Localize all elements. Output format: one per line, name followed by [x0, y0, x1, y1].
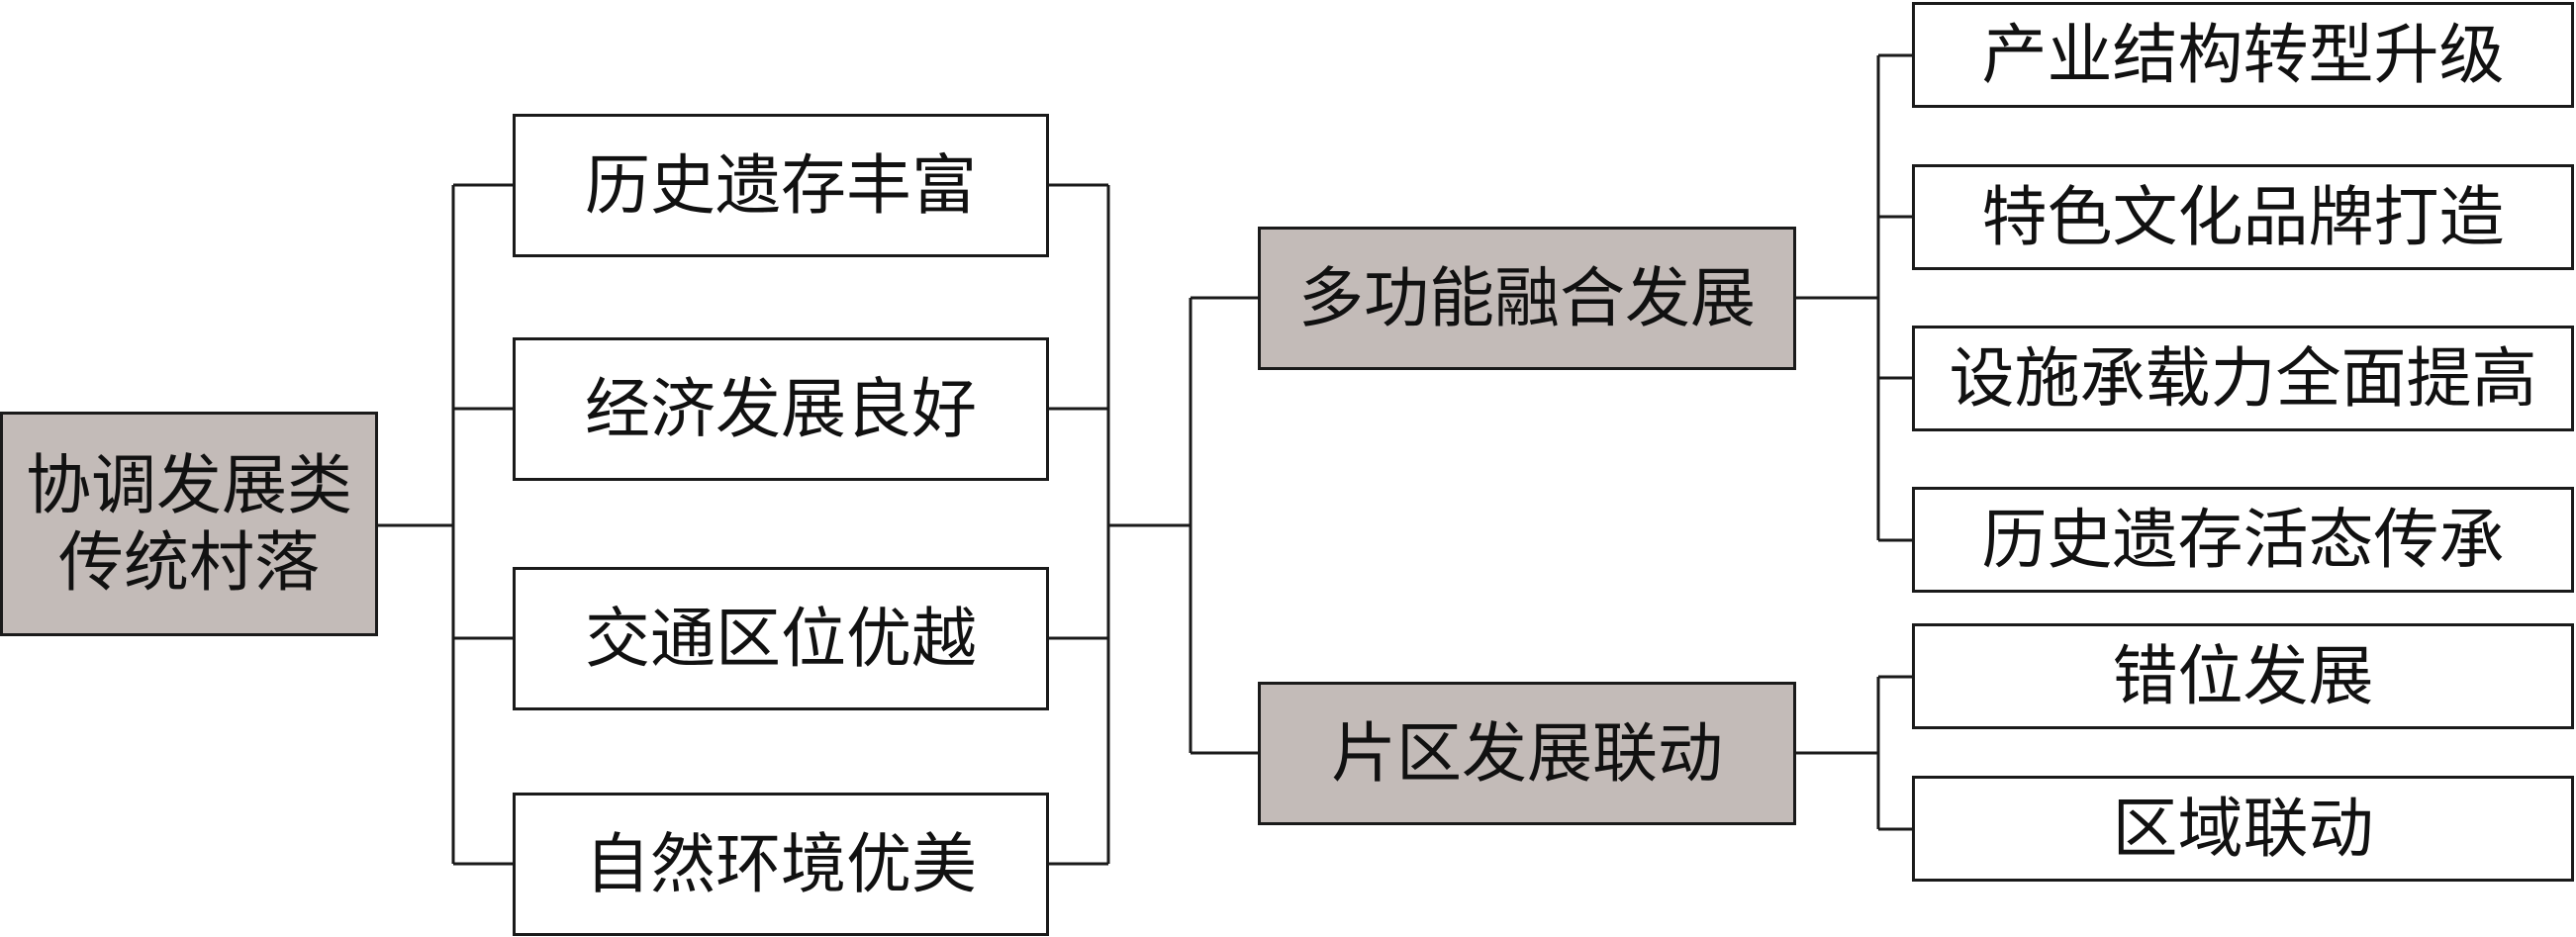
strategy-2-item-2: 区域联动	[1912, 776, 2574, 882]
feature-node-2-label: 经济发展良好	[585, 370, 977, 447]
feature-node-4-label: 自然环境优美	[585, 825, 977, 902]
strategy-node-2-label: 片区发展联动	[1331, 714, 1723, 792]
feature-node-1: 历史遗存丰富	[513, 114, 1049, 257]
strategy-1-item-4: 历史遗存活态传承	[1912, 487, 2574, 593]
strategy-node-1: 多功能融合发展	[1258, 227, 1796, 370]
strategy-2-item-2-label: 区域联动	[2112, 790, 2374, 867]
strategy-1-item-2: 特色文化品牌打造	[1912, 164, 2574, 270]
root-node-line-2: 传统村落	[58, 523, 320, 601]
feature-node-2: 经济发展良好	[513, 337, 1049, 481]
strategy-1-item-4-label: 历史遗存活态传承	[1981, 501, 2505, 578]
root-node: 协调发展类 传统村落	[0, 412, 378, 636]
feature-node-1-label: 历史遗存丰富	[585, 146, 977, 224]
strategy-2-item-1-label: 错位发展	[2112, 637, 2374, 714]
root-node-line-1: 协调发展类	[26, 446, 352, 523]
feature-node-3-label: 交通区位优越	[585, 600, 977, 677]
feature-node-3: 交通区位优越	[513, 567, 1049, 710]
feature-node-4: 自然环境优美	[513, 793, 1049, 936]
strategy-node-1-label: 多功能融合发展	[1298, 259, 1756, 336]
strategy-1-item-1-label: 产业结构转型升级	[1981, 16, 2505, 93]
strategy-1-item-3-label: 设施承载力全面提高	[1949, 339, 2537, 417]
strategy-1-item-2-label: 特色文化品牌打造	[1981, 178, 2505, 255]
strategy-1-item-3: 设施承载力全面提高	[1912, 326, 2574, 431]
strategy-2-item-1: 错位发展	[1912, 623, 2574, 729]
strategy-1-item-1: 产业结构转型升级	[1912, 2, 2574, 108]
strategy-node-2: 片区发展联动	[1258, 682, 1796, 825]
